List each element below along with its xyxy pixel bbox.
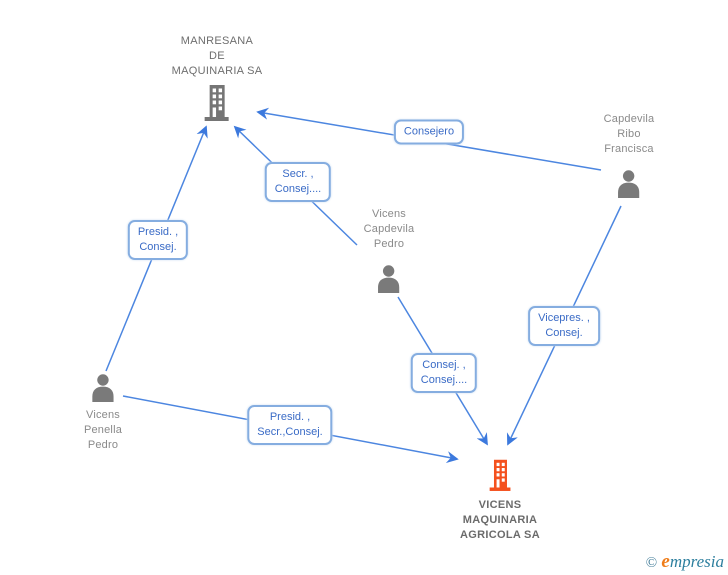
person-name-line: Penella [83, 424, 123, 436]
company-name-line: MAQUINARIA SA [171, 65, 263, 77]
edge-label-line: Vicepres. , [538, 312, 590, 324]
empresia-logo[interactable]: © empresia [646, 551, 724, 573]
node-vicens-penella-pedro[interactable]: Vicens Penella Pedro [84, 372, 122, 453]
person-name-line: Vicens [371, 208, 407, 220]
edge-label-line: Secr. , [282, 168, 314, 180]
edge-label-line: Consej.... [420, 374, 468, 386]
node-manresana-de-maquinaria-sa[interactable]: MANRESANA DE MAQUINARIA SA [172, 34, 263, 121]
company-name-line: MANRESANA [180, 35, 254, 47]
company-building-icon [204, 85, 229, 121]
edge-label-secr-consej: Secr. , Consej.... [264, 162, 332, 202]
node-vicens-capdevila-pedro[interactable]: Vicens Capdevila Pedro [364, 207, 415, 293]
company-name-line: MAQUINARIA [462, 514, 538, 526]
node-capdevila-ribo-francisca[interactable]: Capdevila Ribo Francisca [604, 112, 655, 198]
edge-label-line: Consej.... [274, 183, 322, 195]
person-icon [92, 374, 114, 402]
company-building-icon-orange [489, 459, 511, 491]
company-name-line: AGRICOLA SA [460, 529, 540, 541]
node-vicens-maquinaria-agricola-sa[interactable]: VICENS MAQUINARIA AGRICOLA SA [460, 458, 540, 543]
person-name-line: Ribo [617, 128, 641, 140]
edge-label-line: Presid. , [269, 411, 311, 423]
person-icon [378, 265, 400, 293]
edge-label-vicepres-consej: Vicepres. , Consej. [528, 306, 600, 346]
person-icon [618, 170, 640, 198]
edge-label-line: Consej. [545, 327, 583, 339]
copyright-icon: © [645, 555, 658, 571]
edge-label-line: Consej. , [422, 359, 466, 371]
edge-label-line: Consejero [403, 125, 455, 138]
edge-label-consejero: Consejero [393, 119, 465, 145]
person-name-line: Capdevila [603, 113, 655, 125]
empresia-logo-text: mpresia [669, 552, 724, 571]
edge-label-presid-secr-consej: Presid. , Secr.,Consej. [247, 405, 333, 445]
person-name-line: Vicens [85, 409, 121, 421]
company-name-line: DE [209, 50, 225, 62]
edge-label-consej-consej: Consej. , Consej.... [410, 353, 478, 393]
person-name-line: Francisca [604, 143, 654, 155]
edge-label-line: Consej. [139, 241, 177, 253]
person-name-line: Pedro [87, 439, 119, 451]
edge-label-line: Secr.,Consej. [257, 426, 323, 438]
person-name-line: Pedro [373, 238, 405, 250]
company-name-line: VICENS [478, 499, 522, 511]
edge-label-line: Presid. , [137, 226, 179, 238]
edge-label-presid-consej: Presid. , Consej. [127, 220, 189, 260]
empresia-logo-e: e [661, 551, 670, 572]
person-name-line: Capdevila [363, 223, 415, 235]
